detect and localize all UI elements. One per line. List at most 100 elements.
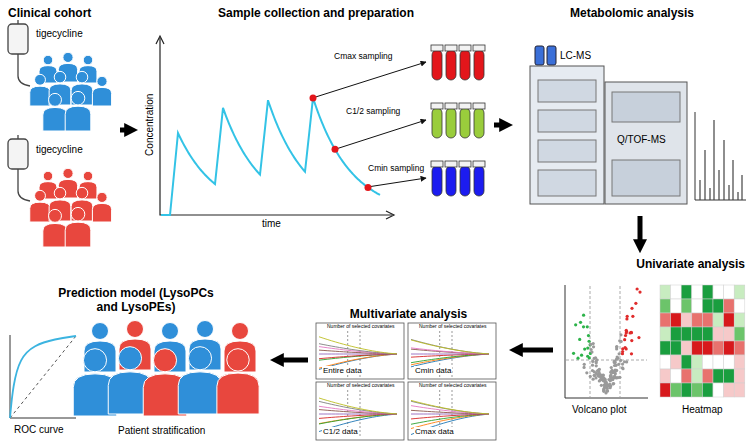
person-body (224, 341, 256, 372)
sampling-point (310, 94, 317, 101)
person-icon (30, 190, 50, 222)
person-head (35, 74, 46, 85)
figure-label: C1/2 data (322, 427, 359, 436)
panel-title: Metabolomic analysis (515, 4, 749, 22)
volcano-dot (591, 378, 594, 381)
person-icon (217, 349, 259, 414)
heatmap-cell (681, 327, 692, 341)
person-icon (154, 323, 186, 373)
tube-cap (445, 161, 457, 167)
heatmap-cell (671, 369, 682, 383)
person-body (30, 86, 50, 106)
heatmap-cell (734, 355, 745, 369)
person-icon (224, 323, 256, 373)
person-icon (119, 321, 151, 371)
iv-tube (18, 54, 30, 86)
person-body (92, 203, 111, 222)
tube-body (446, 108, 456, 138)
coefficient-path (411, 354, 489, 357)
volcano-dot (613, 360, 616, 363)
person-head (197, 321, 214, 338)
heatmap-cell (734, 327, 745, 341)
heatmap-cell (681, 285, 692, 299)
heatmap-cell (724, 327, 735, 341)
figure-label: tigecycline (36, 144, 83, 156)
panel-title: Sample collection and preparation (140, 4, 492, 22)
volcano-dot (605, 385, 608, 388)
volcano-dot (609, 379, 612, 382)
heatmap-cell (724, 341, 735, 355)
volcano-dot (586, 325, 589, 328)
heatmap-cell (702, 285, 713, 299)
threshold-lines (566, 286, 647, 397)
heatmap-cell (692, 285, 703, 299)
volcano-dot (631, 315, 634, 318)
volcano-dot (612, 382, 615, 385)
volcano-dot (609, 376, 612, 379)
heatmap-cell (713, 327, 724, 341)
volcano-axes (565, 285, 648, 398)
volcano-dot (598, 379, 601, 382)
volcano-dot (615, 345, 618, 348)
person-icon (43, 93, 67, 131)
person-head (127, 321, 144, 338)
tube-body (432, 166, 442, 196)
figure-label: LC-MS (560, 50, 591, 62)
heatmap-cell (734, 285, 745, 299)
heatmap-cell (713, 355, 724, 369)
person-body (189, 339, 221, 370)
tube-cap (459, 45, 471, 51)
heatmap-cell (724, 369, 735, 383)
flow-arrow (281, 358, 308, 363)
figure-label: Number of selected covariates (418, 383, 488, 389)
volcano-dot (616, 376, 619, 379)
heatmap-cell (692, 341, 703, 355)
person-head (83, 349, 106, 372)
person-head (153, 349, 176, 372)
roc-axes (10, 335, 76, 418)
heatmap-cell (660, 299, 671, 313)
axis-tip (386, 211, 394, 219)
volcano-dot (587, 340, 590, 343)
flow-arrow (120, 128, 127, 133)
figure-label: Number of selected covariates (326, 383, 396, 389)
heatmap-cell (671, 355, 682, 369)
sampling-point (332, 146, 339, 153)
figure-label: Number of selected covariates (326, 324, 396, 330)
heatmap-cell (713, 299, 724, 313)
coefficient-path (411, 354, 489, 365)
stage-panel: Prediction model (LysoPCs and LysoPEs) (4, 284, 268, 442)
axis-tip (156, 36, 164, 44)
person-head (63, 52, 73, 62)
coefficient-path (411, 401, 489, 414)
sampling-point (365, 184, 372, 191)
volcano-dot (623, 338, 626, 341)
volcano-dot (589, 343, 592, 346)
volcano-dot (600, 384, 603, 387)
pk-axes (156, 36, 394, 219)
volcano-dot (605, 385, 608, 388)
lasso-frame (316, 382, 404, 440)
volcano-dot (626, 315, 629, 318)
volcano-dot (572, 352, 575, 355)
heatmap-cell (692, 313, 703, 327)
roc-curve (10, 336, 76, 418)
coefficient-path (319, 401, 397, 414)
heatmap-cell (660, 341, 671, 355)
volcano-dot (602, 379, 605, 382)
heatmap-cell (692, 299, 703, 313)
tube-body (474, 108, 484, 138)
volcano-dot (582, 314, 585, 317)
volcano-dot (625, 329, 628, 332)
heatmap-cell (660, 313, 671, 327)
coefficient-path (319, 414, 397, 424)
volcano-dot (583, 348, 586, 351)
heatmap-cell (702, 341, 713, 355)
tube-body (460, 166, 470, 196)
tube-body (460, 50, 470, 80)
figure-label: Cmax sampling (334, 52, 393, 62)
heatmap-cell (681, 355, 692, 369)
heatmap-cell (734, 313, 745, 327)
coefficient-path (411, 414, 489, 424)
volcano-dot (574, 323, 577, 326)
